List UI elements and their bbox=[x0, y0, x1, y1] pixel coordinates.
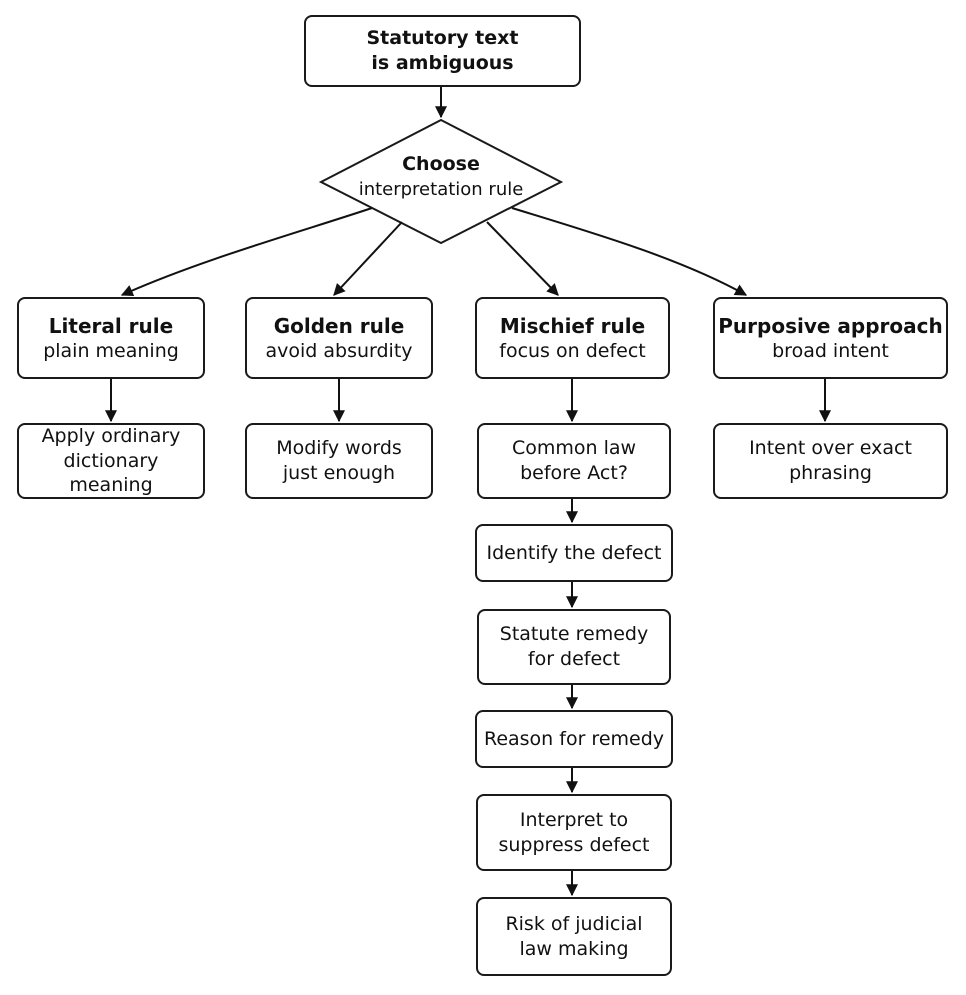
golden-rule-subtitle: avoid absurdity bbox=[265, 339, 413, 362]
start-line1: Statutory text bbox=[366, 27, 519, 50]
mischief-step-1-line2: before Act? bbox=[520, 462, 628, 484]
mischief-step-risk: Risk of judicial law making bbox=[476, 897, 672, 976]
decision-label: Choose interpretation rule bbox=[321, 148, 561, 206]
arrow-decision-to-literal bbox=[120, 207, 373, 297]
decision-line2: interpretation rule bbox=[358, 178, 524, 200]
decision-diamond bbox=[318, 118, 564, 245]
literal-result-node: Apply ordinary dictionary meaning bbox=[17, 423, 205, 499]
purposive-approach-title: Purposive approach bbox=[718, 313, 943, 338]
purposive-result-node: Intent over exact phrasing bbox=[713, 423, 948, 499]
mischief-step-5-line2: suppress defect bbox=[498, 833, 650, 856]
mischief-step-6-line2: law making bbox=[519, 937, 629, 960]
decision-line1: Choose bbox=[402, 153, 480, 176]
literal-rule-node: Literal rule plain meaning bbox=[17, 297, 205, 379]
mischief-step-interpret: Interpret to suppress defect bbox=[476, 794, 672, 871]
golden-rule-title: Golden rule bbox=[273, 313, 405, 338]
purposive-result-line2: phrasing bbox=[789, 462, 872, 484]
arrow-decision-to-purposive bbox=[511, 207, 748, 296]
mischief-step-4-line1: Reason for remedy bbox=[483, 727, 665, 750]
mischief-step-5-line1: Interpret to bbox=[519, 808, 629, 831]
mischief-rule-subtitle: focus on defect bbox=[499, 339, 646, 362]
mischief-rule-node: Mischief rule focus on defect bbox=[475, 297, 670, 379]
purposive-approach-subtitle: broad intent bbox=[772, 339, 889, 362]
arrow-decision-to-golden bbox=[333, 221, 403, 296]
golden-result-node: Modify words just enough bbox=[245, 423, 433, 499]
golden-result-line1: Modify words bbox=[276, 437, 402, 460]
literal-result-line1: Apply ordinary bbox=[41, 424, 181, 447]
mischief-step-reason-remedy: Reason for remedy bbox=[475, 710, 673, 768]
mischief-rule-title: Mischief rule bbox=[499, 313, 646, 338]
purposive-result-line1: Intent over exact bbox=[749, 437, 912, 460]
literal-rule-title: Literal rule bbox=[48, 313, 174, 338]
arrow-decision-to-mischief bbox=[486, 221, 559, 296]
literal-result-line2: dictionary meaning bbox=[63, 449, 159, 497]
mischief-step-statute-remedy: Statute remedy for defect bbox=[477, 609, 671, 685]
start-line2: is ambiguous bbox=[371, 52, 514, 74]
mischief-step-common-law: Common law before Act? bbox=[477, 423, 671, 499]
golden-rule-node: Golden rule avoid absurdity bbox=[245, 297, 433, 379]
mischief-step-6-line1: Risk of judicial bbox=[505, 912, 643, 935]
golden-result-line2: just enough bbox=[282, 462, 396, 484]
mischief-step-3-line2: for defect bbox=[527, 648, 621, 670]
start-node: Statutory text is ambiguous bbox=[304, 15, 581, 87]
purposive-approach-node: Purposive approach broad intent bbox=[713, 297, 948, 379]
mischief-step-identify-defect: Identify the defect bbox=[475, 524, 673, 582]
mischief-step-2-line1: Identify the defect bbox=[486, 541, 662, 564]
mischief-step-3-line1: Statute remedy bbox=[499, 623, 649, 646]
mischief-step-1-line1: Common law bbox=[511, 437, 637, 460]
literal-rule-subtitle: plain meaning bbox=[43, 339, 179, 362]
